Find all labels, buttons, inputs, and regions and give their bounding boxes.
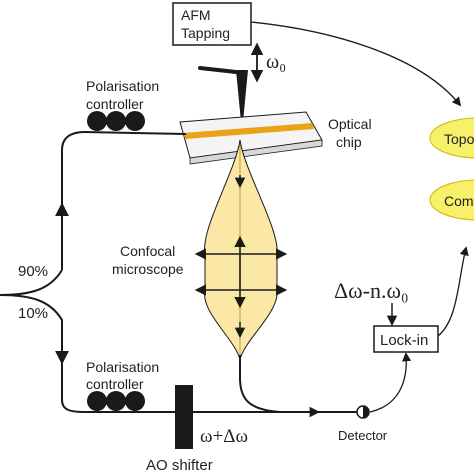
- optical-chip-label-line2: chip: [336, 134, 362, 150]
- lens-arrows: [194, 235, 288, 309]
- detector-label: Detector: [338, 428, 388, 443]
- top-polarisation-label-line2: controller: [86, 96, 144, 112]
- detector: [356, 405, 370, 419]
- afm-label-line1: AFM: [181, 7, 211, 23]
- delta-formula: Δω-n.ω₀: [334, 278, 409, 303]
- confocal-label-line1: Confocal: [120, 243, 175, 259]
- ao-shifter-block: [175, 385, 193, 449]
- ao-shifter-label: AO shifter: [146, 457, 213, 474]
- label-90-percent: 90%: [18, 263, 48, 280]
- detector-to-lockin-line: [369, 352, 412, 413]
- waveguide: [183, 123, 314, 139]
- lockin-label: Lock-in: [380, 332, 428, 349]
- oscillation-indicator: ω₀: [250, 42, 286, 83]
- collection-fiber: [239, 355, 281, 413]
- topo-ellipse-label: Topo: [444, 131, 474, 147]
- omega-shift-label: ω+Δω: [200, 426, 248, 447]
- afm-tapping-box: AFM Tapping: [172, 2, 252, 46]
- top-fiber: [61, 130, 187, 270]
- afm-label-line2: Tapping: [181, 25, 230, 41]
- optical-chip: [179, 111, 323, 165]
- top-polarisation-label-line1: Polarisation: [86, 78, 159, 94]
- confocal-label-line2: microscope: [112, 261, 184, 277]
- omega0-label: ω₀: [266, 51, 286, 73]
- bottom-polarisation-label-line1: Polarisation: [86, 359, 159, 375]
- bottom-polarisation-label-line2: controller: [86, 376, 144, 392]
- afm-to-topo-arrow: [250, 21, 462, 107]
- confocal-beam: [204, 139, 278, 361]
- lockin-box: [373, 325, 439, 353]
- com-ellipse-label: Com: [444, 193, 474, 209]
- complex-ellipse: Com: [429, 179, 474, 221]
- label-10-percent: 10%: [18, 305, 48, 322]
- lockin-to-ellipse-line: [437, 246, 469, 337]
- optical-chip-label-line1: Optical: [328, 116, 372, 132]
- bottom-polarisation-controller: [87, 391, 145, 411]
- afm-tip: [198, 66, 248, 132]
- top-polarisation-controller: [87, 111, 145, 131]
- topography-ellipse: Topo: [429, 117, 474, 159]
